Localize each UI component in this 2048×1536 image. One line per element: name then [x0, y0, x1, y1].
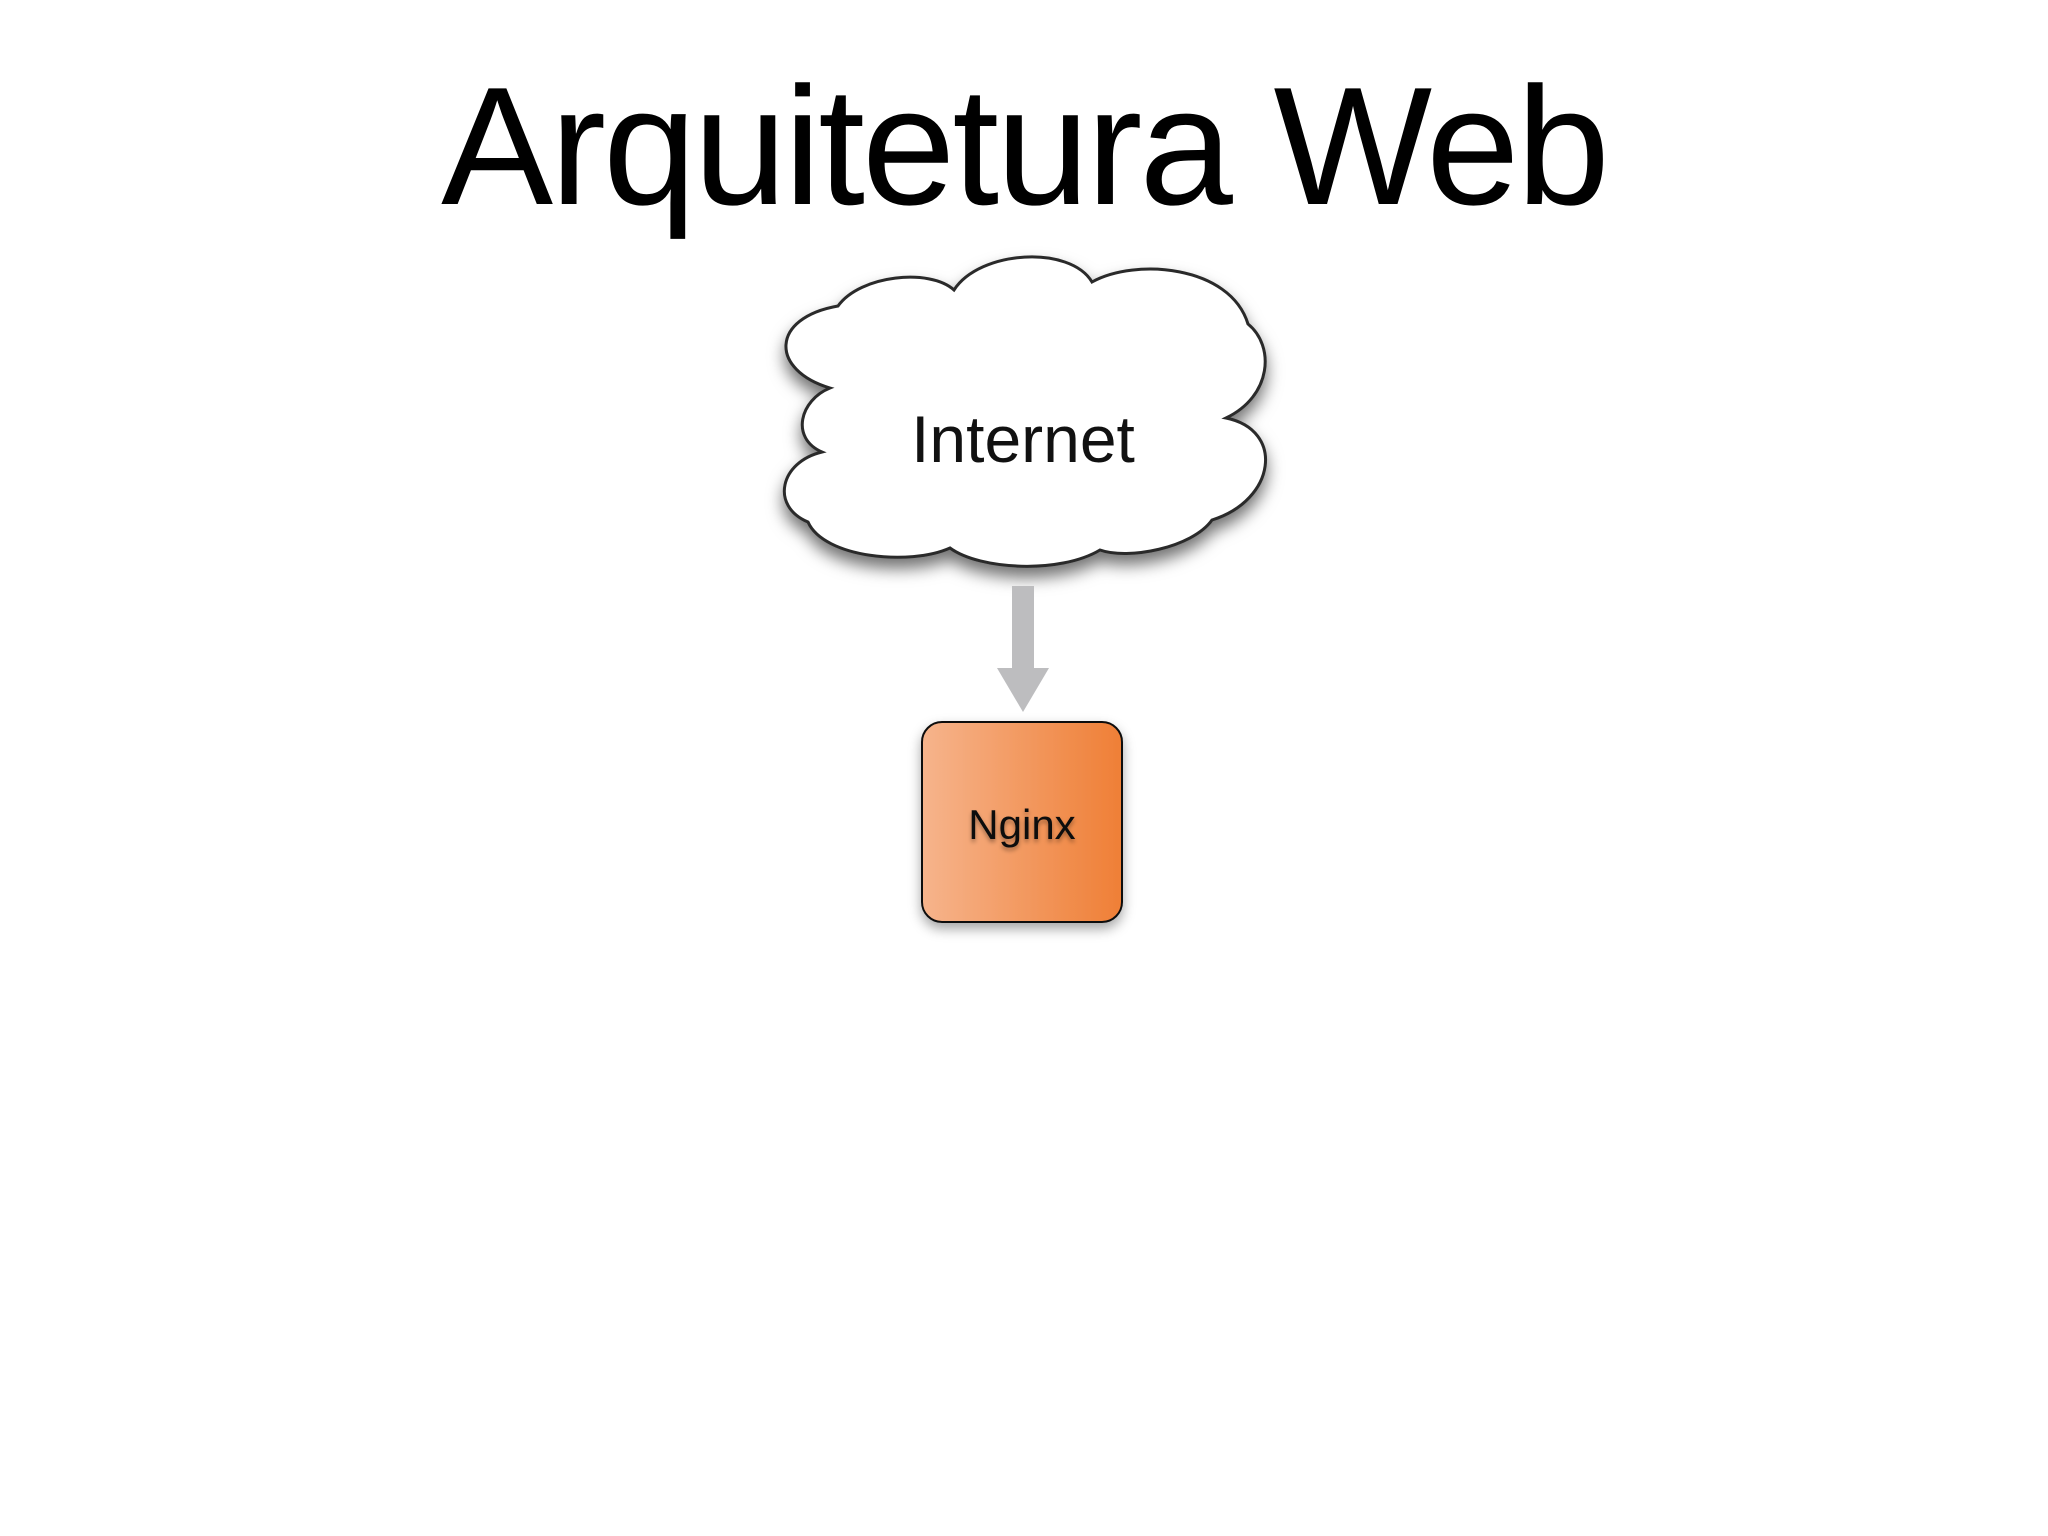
cloud-label: Internet	[911, 402, 1135, 476]
internet-cloud-icon: Internet	[782, 255, 1267, 568]
nginx-server-node: Nginx	[921, 721, 1123, 923]
page-title: Arquitetura Web	[441, 52, 1610, 240]
down-arrow-icon	[997, 586, 1049, 712]
nginx-label: Nginx	[968, 801, 1075, 848]
